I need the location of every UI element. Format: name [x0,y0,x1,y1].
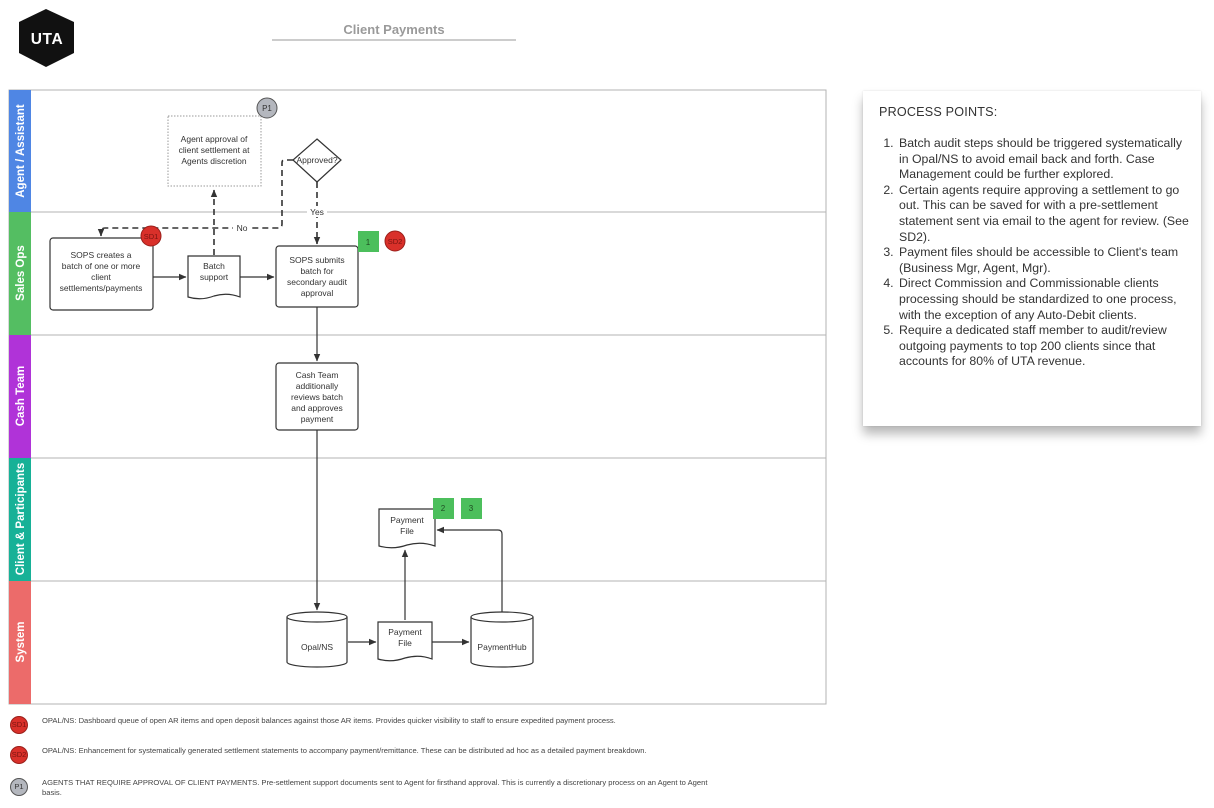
uta-logo: UTA [19,9,74,67]
legend-badge: SD1 [10,716,28,734]
connectors [97,159,503,646]
lane-header-sales-ops [9,212,31,335]
lane-header-system [9,581,31,704]
process-points-title: PROCESS POINTS: [879,105,998,119]
node-paymenthub-top [470,611,534,623]
lane-label: Agent / Assistant [15,104,27,198]
node-sops-submits [275,245,359,308]
node-payment-file-system [377,621,433,662]
legend-badge: SD2 [10,746,28,764]
edge-hub-to-client [436,526,503,612]
badge-p1 [256,97,278,119]
lane-header-client [9,458,31,581]
node-agent-approval [167,115,262,187]
logo-text: UTA [31,31,64,48]
node-payment-file-client [378,508,436,549]
badge-sd2 [384,230,406,252]
process-point-item: Require a dedicated staff member to audi… [897,323,1191,370]
process-point-item: Direct Commission and Commissionable cli… [897,276,1191,323]
lane-label: Client & Participants [15,463,27,575]
lane-label: Sales Ops [15,245,27,301]
node-sops-creates [49,237,154,311]
lane-frame [8,89,827,705]
node-opal-cylinder [286,617,348,668]
edge-label-bg [233,222,251,233]
edge-no [97,159,293,237]
legend-badge: P1 [10,778,28,796]
badge-1 [358,231,379,252]
badge-text: P1 [262,104,272,113]
badges: P1 SD1 1 SD2 2 3 [140,97,482,519]
node-text: Approved? [296,155,337,165]
edge-label-bg [307,206,327,217]
badge-text: 3 [469,504,474,513]
process-points-list: Batch audit steps should be triggered sy… [879,136,1191,370]
node-text: Opal/NS [301,642,333,652]
node-opal-top [286,611,348,623]
edge-label-no: No [237,223,248,233]
legend-text: OPAL/NS: Dashboard queue of open AR item… [42,716,616,725]
node-batch-support [187,255,241,300]
badge-3 [461,498,482,519]
node-cash-team [275,362,359,431]
process-points-panel: PROCESS POINTS: Batch audit steps should… [863,91,1201,426]
badge-2 [433,498,454,519]
node-approved-decision [292,138,342,183]
badge-text: SD1 [144,232,159,241]
badge-text: SD2 [388,237,403,246]
process-point-item: Payment files should be accessible to Cl… [897,245,1191,276]
edge-label-yes: Yes [310,207,324,217]
lane-header-agent [9,90,31,212]
lane-label: System [15,622,27,663]
lane-label: Cash Team [15,366,27,427]
swimlanes: Agent / Assistant Sales Ops Cash Team Cl… [8,89,827,705]
legend-text: OPAL/NS: Enhancement for systematically … [42,746,647,755]
legend-text: AGENTS THAT REQUIRE APPROVAL OF CLIENT P… [42,778,708,797]
lane-header-cash-team [9,335,31,458]
badge-text: 1 [366,238,371,247]
node-text: PaymentHub [477,642,526,652]
badge-sd1 [140,225,162,247]
process-point-item: Batch audit steps should be triggered sy… [897,136,1191,183]
process-point-item: Certain agents require approving a settl… [897,183,1191,245]
page-title: Client Payments [343,22,444,37]
node-paymenthub-cylinder [470,617,534,668]
badge-text: 2 [441,504,446,513]
